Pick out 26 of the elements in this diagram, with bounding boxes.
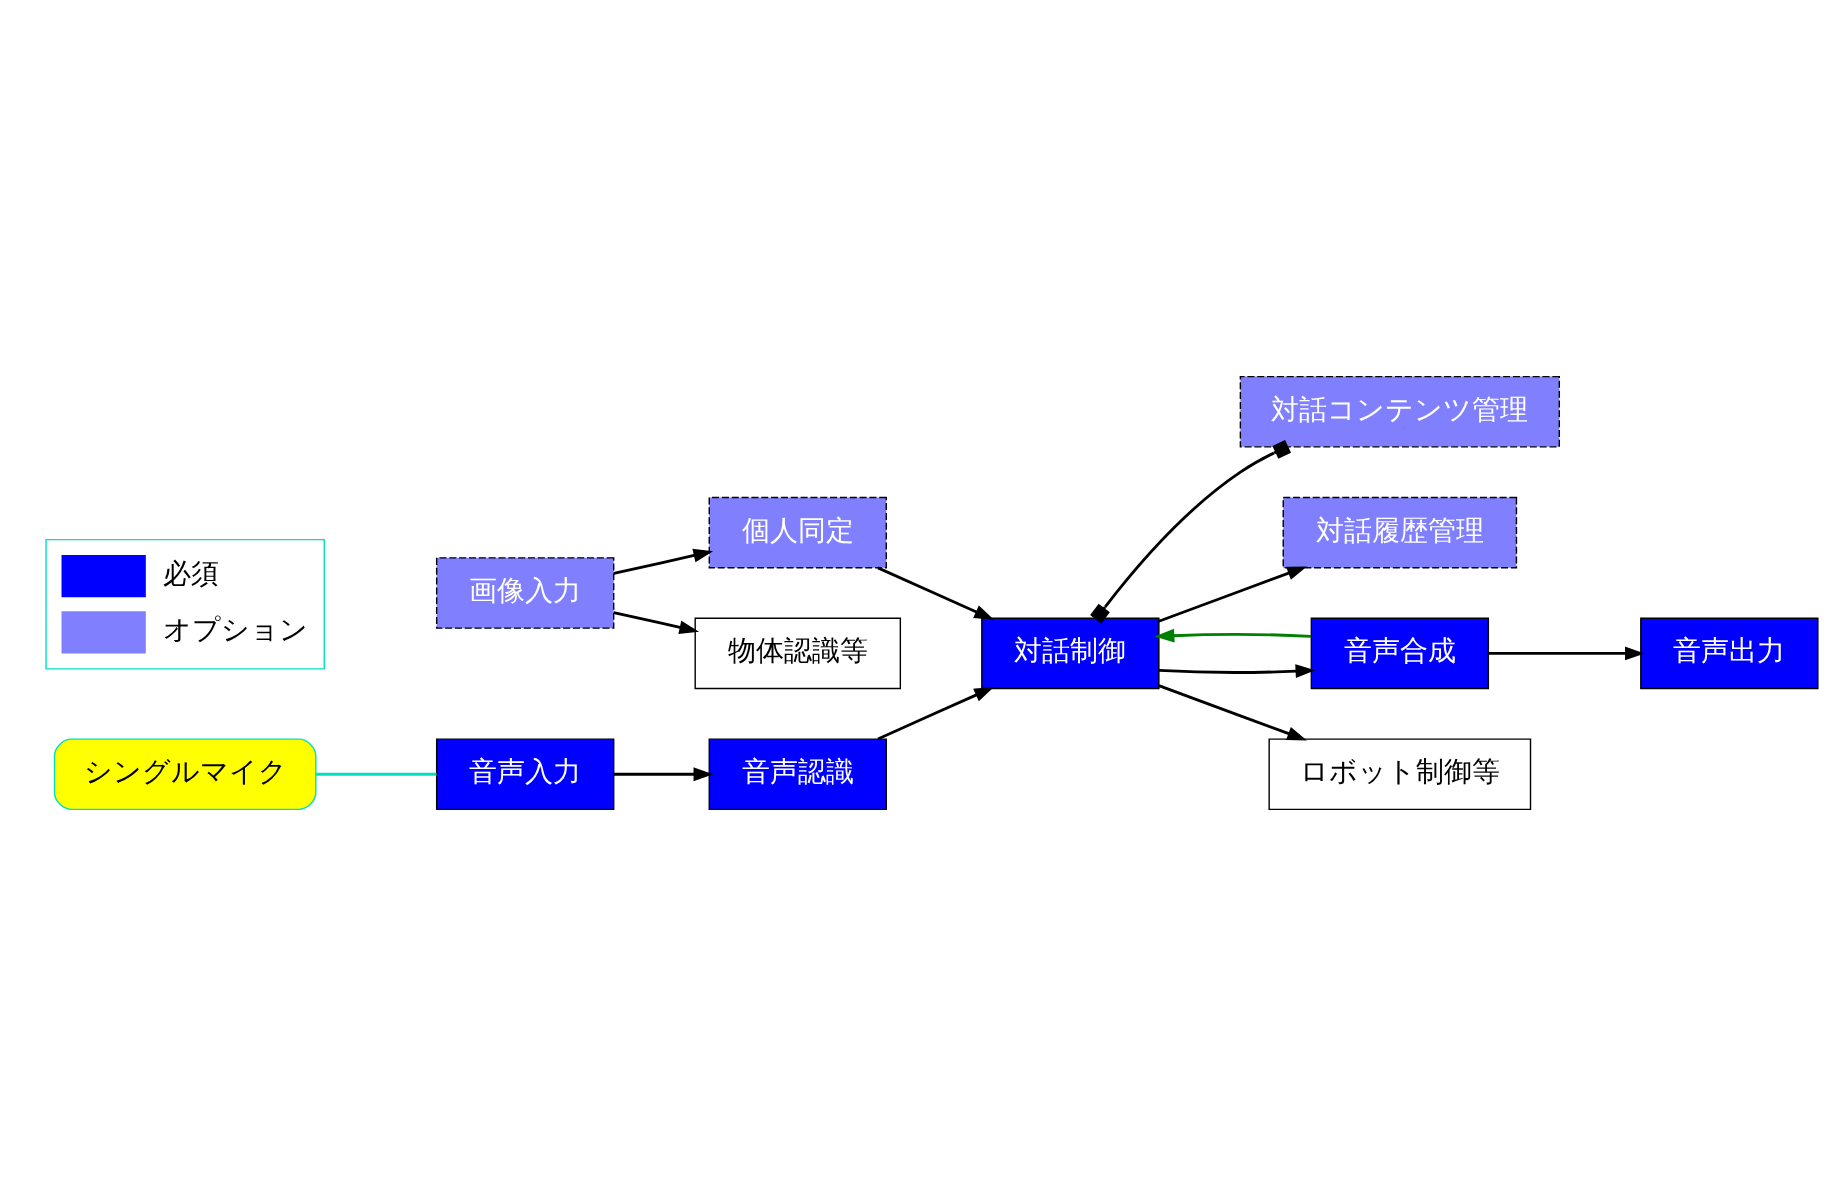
node-box: ロボット制御等 <box>1268 738 1532 811</box>
arrow <box>877 687 994 741</box>
node-box: 音声入力 <box>435 738 615 811</box>
arrow <box>613 767 714 782</box>
arrow <box>613 611 700 635</box>
node-box: 対話コンテンツ管理 <box>1239 375 1561 448</box>
legend-label: オプション <box>162 613 308 647</box>
node-box: シングルマイク <box>53 738 317 811</box>
node-box: 音声認識 <box>708 738 887 811</box>
node-box: 対話履歴管理 <box>1282 496 1518 569</box>
connector <box>316 772 437 776</box>
node-box: 物体認識等 <box>694 617 902 690</box>
legend-label: 必須 <box>162 557 219 591</box>
arrow <box>1158 684 1307 741</box>
arrow <box>1488 646 1645 661</box>
arrow <box>1158 664 1316 679</box>
arrow <box>1154 628 1312 643</box>
arrow <box>1158 566 1307 623</box>
node-box: 音声出力 <box>1640 617 1819 690</box>
node-box: 対話制御 <box>981 617 1160 690</box>
node-box: 画像入力 <box>435 557 615 629</box>
arrow <box>613 548 714 575</box>
arrow <box>877 566 994 620</box>
node-box: 音声合成 <box>1310 617 1490 690</box>
connector <box>1090 440 1292 624</box>
node-box: 個人同定 <box>708 496 887 569</box>
